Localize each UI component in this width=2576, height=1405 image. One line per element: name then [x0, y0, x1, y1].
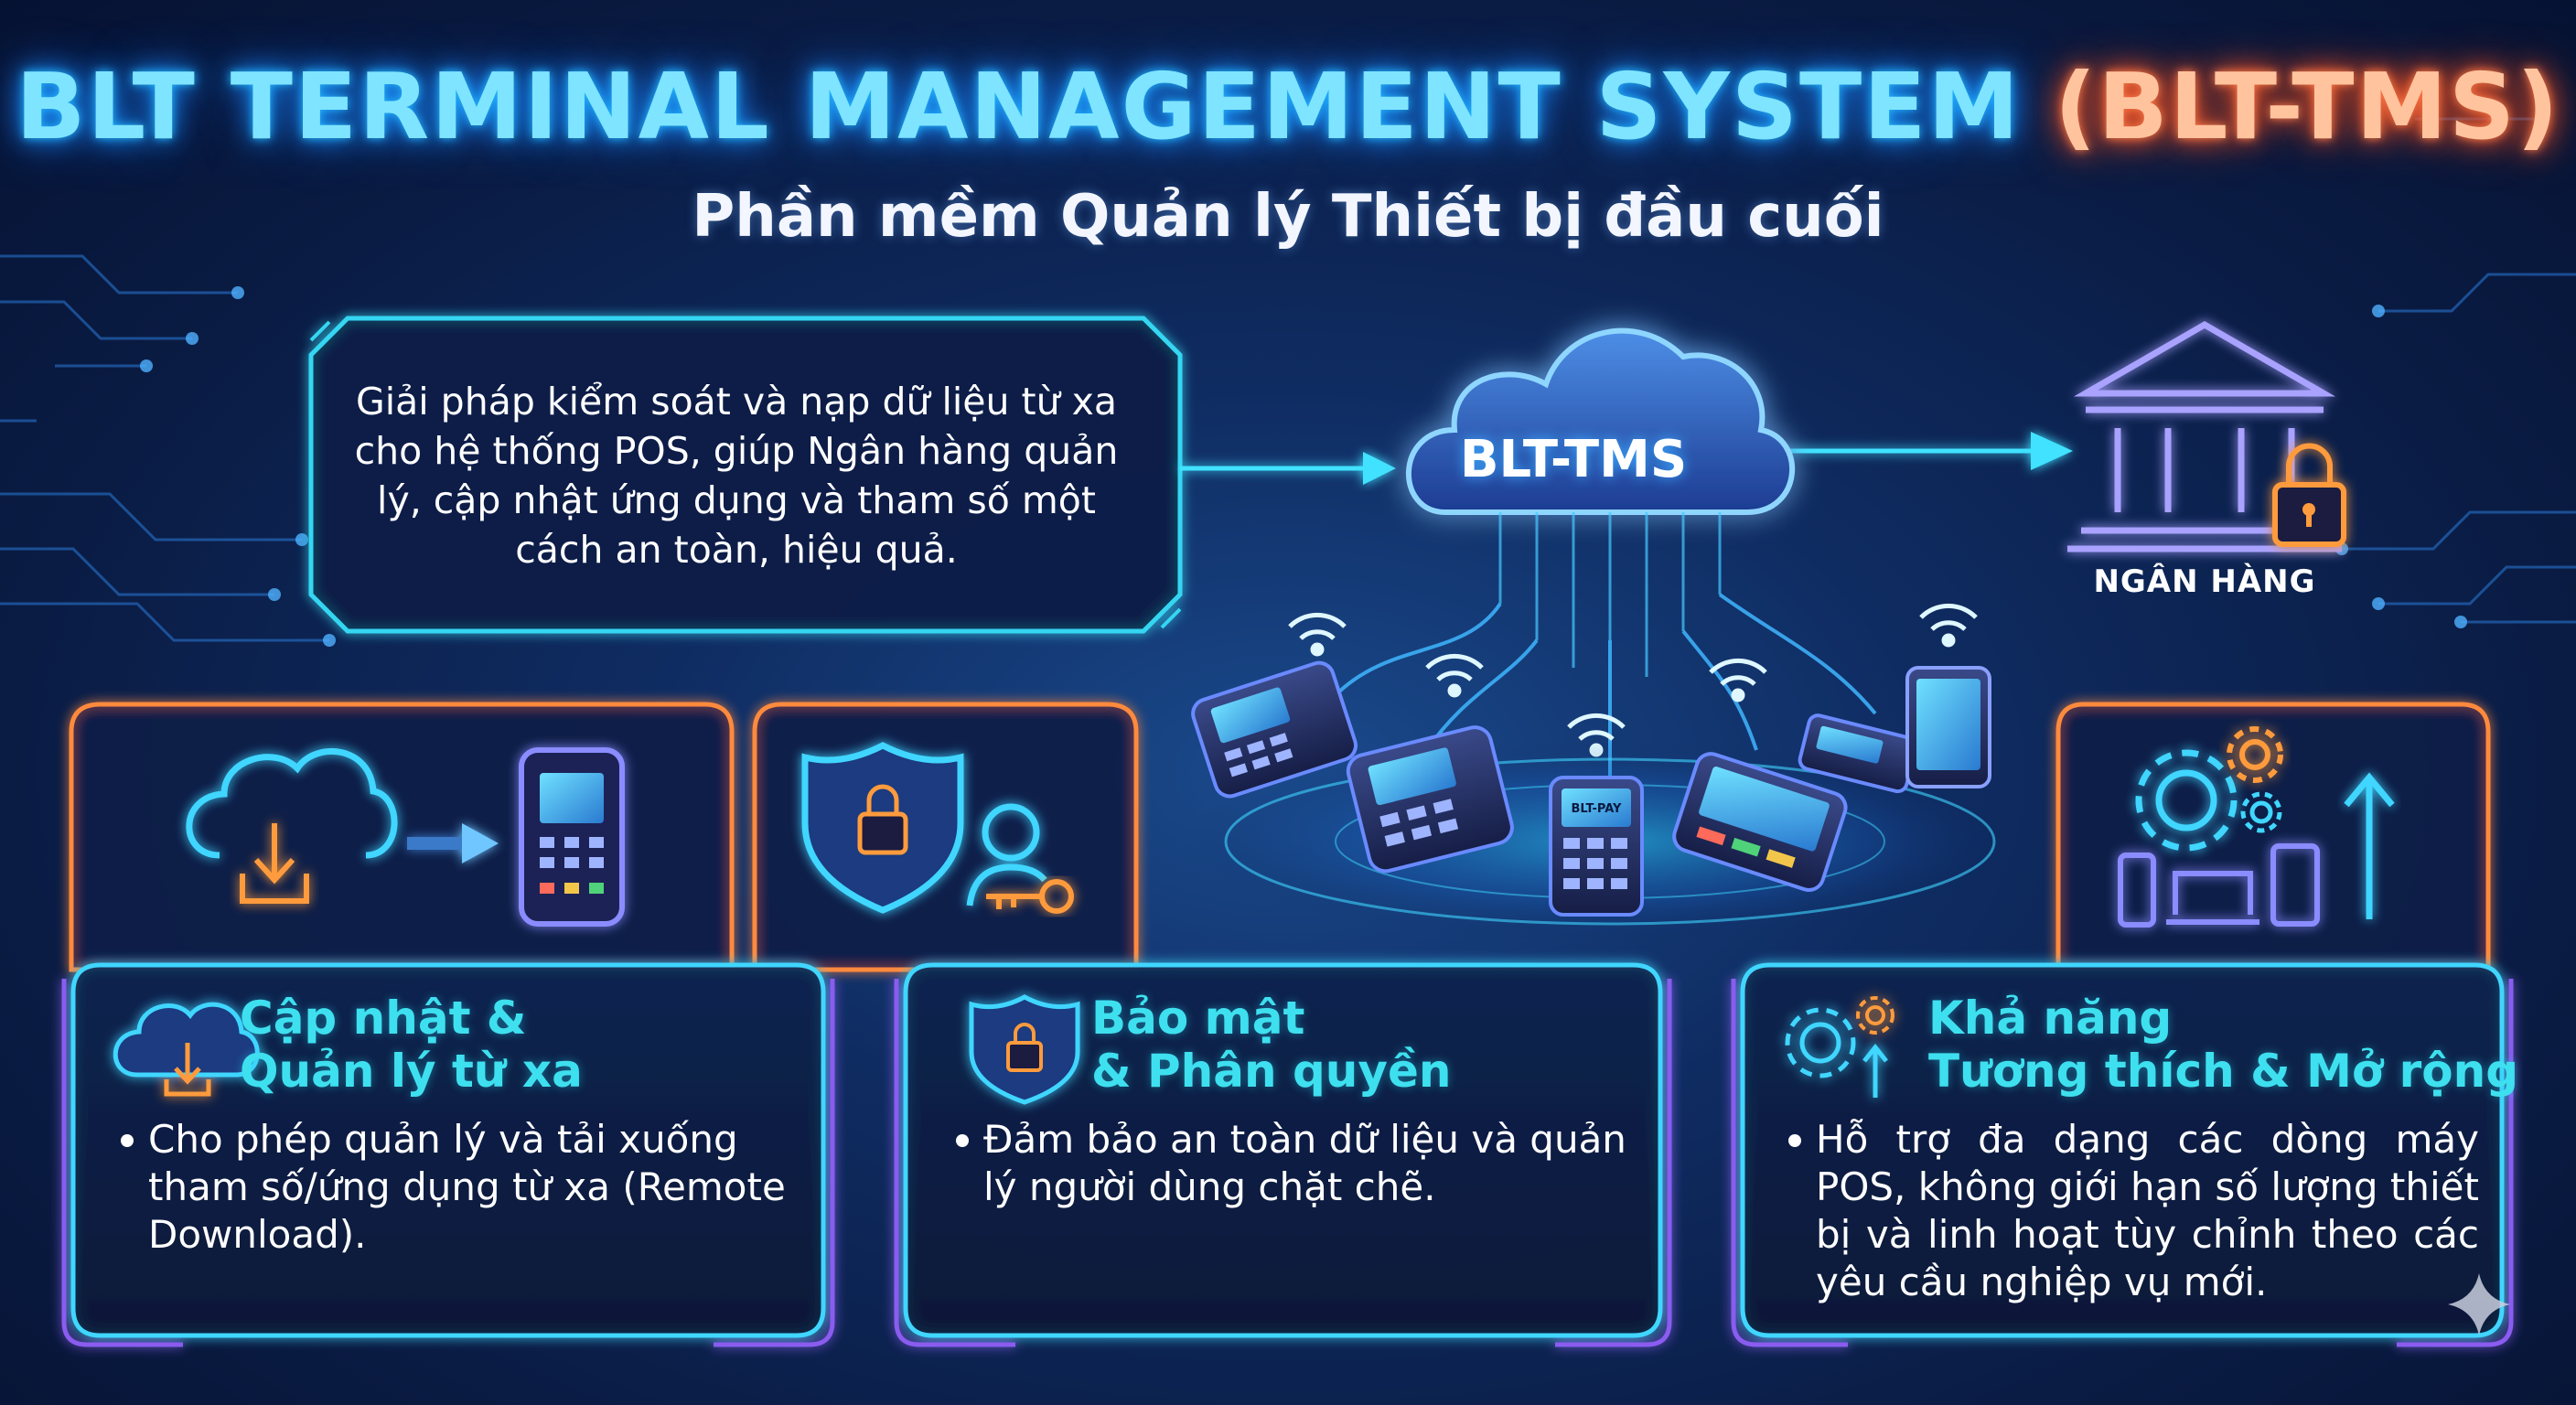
wifi-icons [1288, 603, 1978, 757]
arrow-intro-to-cloud [1180, 452, 1396, 485]
page-subtitle: Phần mềm Quản lý Thiết bị đầu cuối [692, 183, 1884, 251]
up-arrow-icon [2344, 772, 2395, 919]
feature-body-security: Đảm bảo an toàn dữ liệu và quản lý người… [956, 1116, 1633, 1211]
tablet-device [1905, 666, 1991, 788]
circuit-lines-right [2342, 117, 2576, 624]
cloud-download-icon [113, 1002, 260, 1097]
intro-frame [308, 316, 1183, 634]
bank-lock-icon [2272, 443, 2346, 547]
feature-body-compatibility: Hỗ trợ đa dạng các dòng máy POS, không g… [1788, 1116, 2479, 1306]
feature-title-compatibility: Khả năng Tương thích & Mở rộng [1928, 992, 2519, 1098]
shield-lock-large-icon [801, 742, 964, 914]
title-main: BLT TERMINAL MANAGEMENT SYSTEM [16, 53, 2055, 160]
gears-large-icon [2135, 749, 2238, 852]
bullet-dot [956, 1134, 969, 1147]
cloud-label: BLT-TMS [1459, 430, 1688, 489]
sparkle-icon [2448, 1273, 2510, 1335]
feature-title-security: Bảo mật & Phân quyền [1091, 992, 1452, 1098]
data-stream-lines [1498, 512, 1722, 677]
arrow-cloud-to-bank [1779, 432, 2073, 470]
bullet-dot [1788, 1134, 1801, 1147]
feature-card-3-frame [1731, 962, 2514, 1347]
pos-terminal-3: BLT-PAY [1549, 776, 1644, 917]
bank-label: NGÂN HÀNG [2093, 563, 2316, 600]
pos-terminal-2 [1346, 725, 1514, 874]
shield-lock-icon [969, 994, 1080, 1105]
arrow-right-icon [407, 823, 499, 863]
pos-terminal-4 [1672, 752, 1848, 892]
devices-icon [2118, 843, 2320, 928]
pos-screen-label: BLT-PAY [1572, 802, 1623, 816]
circuit-lines-left [0, 254, 329, 642]
user-key-icon [966, 803, 1047, 906]
card-reader-device [1798, 713, 1918, 794]
frame-upper-3 [2055, 702, 2491, 972]
pos-terminal-1 [1191, 660, 1358, 799]
gears-upgrade-icon [1785, 996, 1894, 1098]
frame-upper-1 [69, 702, 735, 972]
network-links [1334, 593, 1877, 778]
cloud-download-large-icon [186, 747, 398, 859]
feature-title-remote: Cập nhật & Quản lý từ xa [240, 992, 583, 1098]
page-title: BLT TERMINAL MANAGEMENT SYSTEM (BLT-TMS) [0, 53, 2576, 160]
intro-text: Giải pháp kiểm soát và nạp dữ liệu từ xa… [354, 380, 1119, 572]
feature-card-2-frame [894, 962, 1672, 1347]
title-accent: (BLT-TMS) [2054, 53, 2560, 160]
feature-card-1-frame [61, 962, 835, 1347]
pos-terminal-large-icon [519, 747, 625, 927]
cloud-icon [1405, 327, 1795, 515]
bullet-dot [121, 1134, 134, 1147]
feature-body-remote: Cho phép quản lý và tải xuống tham số/ứn… [121, 1116, 789, 1259]
